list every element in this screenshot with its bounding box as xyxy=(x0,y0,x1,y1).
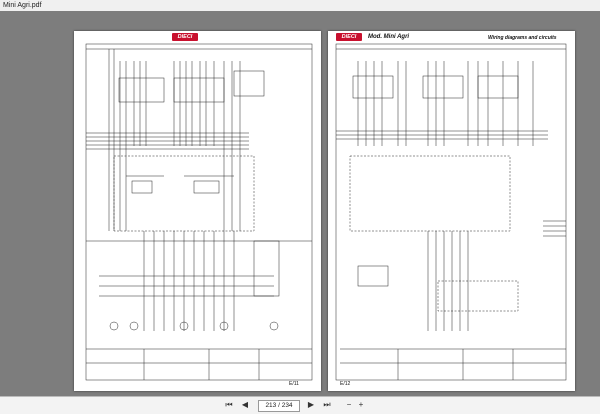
pdf-viewer[interactable]: DIECI xyxy=(0,11,600,396)
wiring-diagram-right xyxy=(335,43,567,381)
page-indicator[interactable]: 213 / 234 xyxy=(258,400,300,412)
page-right: DIECI Mod. Mini Agri Wiring diagrams and… xyxy=(328,31,575,391)
dieci-logo: DIECI xyxy=(172,33,198,41)
last-page-icon[interactable]: ⏭ xyxy=(323,400,331,409)
document-title: Mini Agri.pdf xyxy=(3,2,42,9)
prev-page-icon[interactable]: ◀ xyxy=(241,400,249,409)
wiring-diagram-left xyxy=(85,43,313,381)
page-number-right: E/12 xyxy=(340,381,351,387)
page-number-left: E/11 xyxy=(289,381,299,387)
first-page-icon[interactable]: ⏮ xyxy=(225,400,233,409)
dieci-logo: DIECI xyxy=(336,33,362,41)
zoom-in-icon[interactable]: + xyxy=(358,400,364,409)
page-header-model: Mod. Mini Agri xyxy=(368,34,410,40)
pdf-toolbar: ⏮ ◀ 213 / 234 ▶ ⏭ − + xyxy=(0,396,600,414)
page-left: DIECI xyxy=(74,31,321,391)
zoom-out-icon[interactable]: − xyxy=(346,400,352,409)
next-page-icon[interactable]: ▶ xyxy=(307,400,315,409)
page-header-section: Wiring diagrams and circuits xyxy=(488,35,557,41)
